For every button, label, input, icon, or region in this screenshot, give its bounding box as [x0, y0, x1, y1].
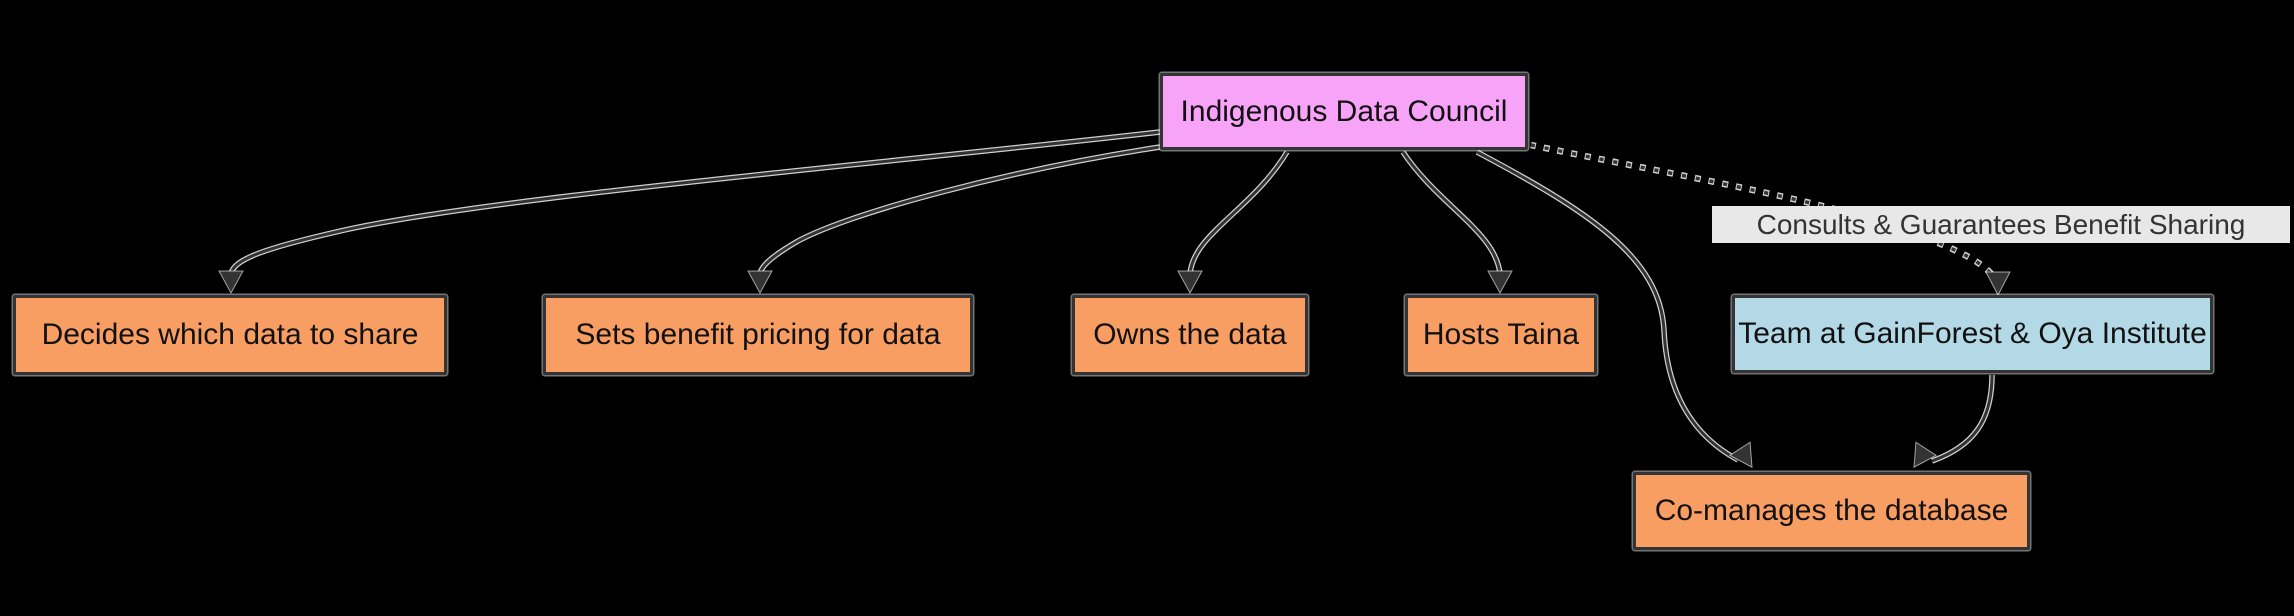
arrowhead-hosts: [1487, 270, 1513, 295]
arrowhead-comanages-right: [1913, 441, 1938, 469]
edge-label-consults-guarantees-benefit-sharing: Consults & Guarantees Benefit Sharing: [1712, 206, 2290, 243]
edge-council-to-team: [1530, 141, 2011, 297]
node-sets-benefit-pricing: Sets benefit pricing for data: [543, 295, 973, 375]
arrowhead-team: [1985, 271, 2011, 297]
edge-council-to-comanages: [1475, 149, 1753, 469]
node-label: Team at GainForest & Oya Institute: [1738, 317, 2207, 350]
node-label: Decides which data to share: [41, 318, 419, 351]
node-label: Co-manages the database: [1654, 494, 2009, 527]
node-decides-which-data-to-share: Decides which data to share: [13, 295, 447, 375]
arrowhead-pricing: [747, 270, 773, 295]
node-hosts-taina: Hosts Taina: [1405, 295, 1597, 375]
node-team-gainforest-oya: Team at GainForest & Oya Institute: [1732, 295, 2213, 373]
edge-council-to-decides: [218, 129, 1161, 295]
arrowhead-decides: [218, 270, 244, 295]
node-co-manages-database: Co-manages the database: [1633, 472, 2030, 550]
node-indigenous-data-council: Indigenous Data Council: [1160, 73, 1528, 150]
node-label: Sets benefit pricing for data: [575, 318, 941, 351]
arrowhead-owns: [1177, 270, 1203, 295]
edge-council-to-pricing: [747, 144, 1161, 295]
edge-council-to-owns: [1177, 150, 1290, 295]
edge-team-to-comanages: [1913, 374, 1995, 469]
node-label: Owns the data: [1093, 318, 1287, 351]
node-owns-the-data: Owns the data: [1072, 295, 1308, 375]
node-label: Hosts Taina: [1422, 318, 1580, 351]
arrowhead-comanages-left: [1728, 441, 1753, 469]
node-label: Indigenous Data Council: [1180, 94, 1508, 128]
edge-council-to-hosts: [1400, 150, 1513, 295]
